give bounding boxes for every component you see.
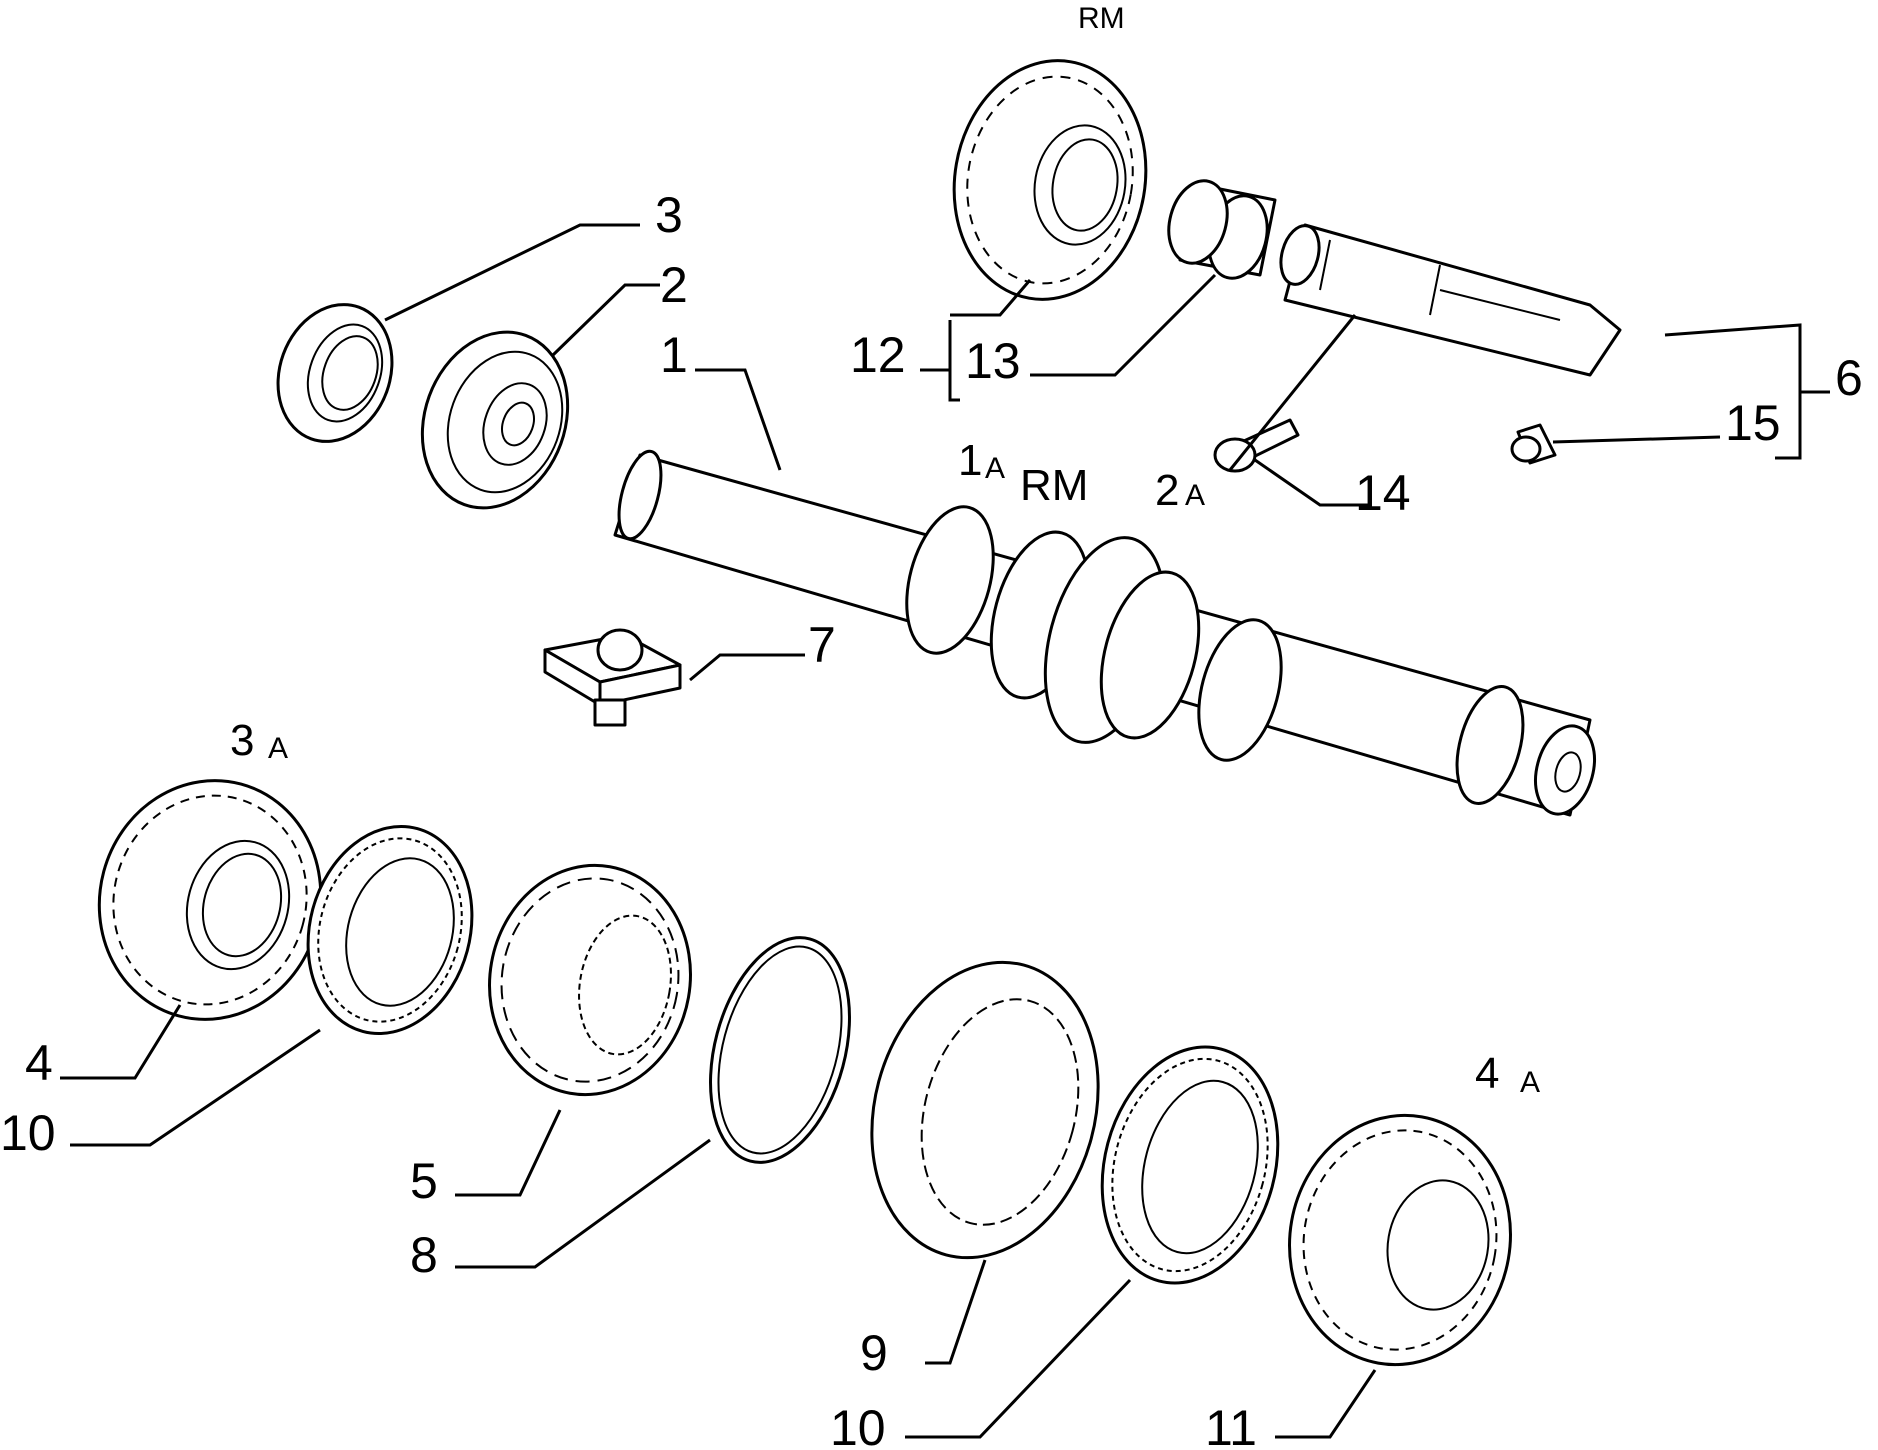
mark-1st: 1 bbox=[958, 436, 982, 485]
leader-lines bbox=[60, 223, 1830, 1439]
part-3-seal bbox=[276, 303, 394, 443]
part-14-screw bbox=[1213, 418, 1300, 473]
mark-4th-suffix: A bbox=[1520, 1066, 1540, 1099]
part-15-pin bbox=[1510, 423, 1557, 465]
mark-2nd: 2 bbox=[1155, 466, 1179, 515]
part-8-snap-ring bbox=[709, 936, 851, 1164]
part-6-reverse-shaft bbox=[1279, 223, 1622, 377]
callout-12: 12 bbox=[850, 327, 906, 383]
callout-10-right: 10 bbox=[830, 1400, 886, 1450]
gear-marks: RM 1 A RM 2 A 3 A 4 A bbox=[230, 2, 1540, 1099]
part-10-sync-ring-right bbox=[1100, 1045, 1280, 1285]
mark-reverse: RM bbox=[1020, 461, 1088, 510]
callout-8: 8 bbox=[410, 1227, 438, 1283]
callout-labels: 3 2 1 12 13 14 15 6 7 4 10 5 8 9 10 11 bbox=[0, 187, 1863, 1450]
callout-6: 6 bbox=[1835, 350, 1863, 406]
mark-3rd: 3 bbox=[230, 716, 254, 765]
part-2-bearing bbox=[420, 330, 570, 510]
part-4-third-gear bbox=[97, 779, 323, 1021]
part-11-fourth-gear bbox=[1288, 1113, 1512, 1367]
part-13-bushing bbox=[1167, 179, 1277, 280]
mark-4th: 4 bbox=[1475, 1049, 1499, 1098]
callout-15: 15 bbox=[1725, 395, 1781, 451]
callout-3: 3 bbox=[655, 187, 683, 243]
part-5-synchro-hub bbox=[488, 863, 692, 1097]
callout-7: 7 bbox=[808, 617, 836, 673]
mark-rm-top: RM bbox=[1078, 2, 1125, 35]
callout-14: 14 bbox=[1355, 465, 1411, 521]
callout-1: 1 bbox=[660, 327, 688, 383]
callout-2: 2 bbox=[660, 257, 688, 313]
callout-5: 5 bbox=[410, 1153, 438, 1209]
callout-13: 13 bbox=[965, 333, 1021, 389]
mark-2nd-suffix: A bbox=[1185, 479, 1205, 512]
part-12-reverse-gear bbox=[952, 59, 1148, 301]
part-7-block bbox=[543, 628, 682, 727]
part-10-sync-ring-left bbox=[306, 824, 474, 1036]
part-1-main-shaft bbox=[613, 449, 1596, 817]
mark-3rd-suffix: A bbox=[268, 732, 288, 765]
part-9-sliding-sleeve bbox=[870, 960, 1100, 1260]
callout-10-left: 10 bbox=[0, 1105, 56, 1161]
callout-9: 9 bbox=[860, 1325, 888, 1381]
callout-4: 4 bbox=[25, 1035, 53, 1091]
callout-11: 11 bbox=[1205, 1400, 1257, 1450]
mark-1st-suffix: A bbox=[985, 452, 1005, 485]
